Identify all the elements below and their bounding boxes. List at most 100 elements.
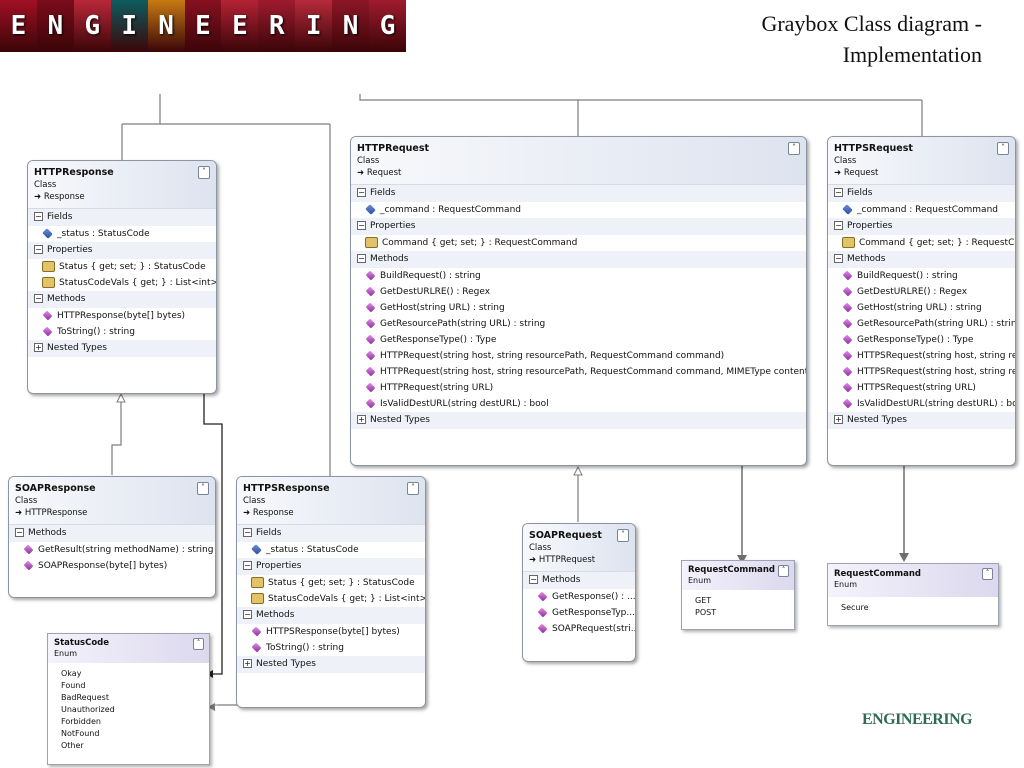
minus-icon[interactable]: −	[15, 528, 24, 537]
method-icon	[365, 398, 376, 409]
collapse-icon[interactable]: ˄	[778, 565, 789, 577]
member-method: HTTPSResponse(byte[] bytes)	[237, 624, 425, 640]
method-icon	[365, 270, 376, 281]
minus-icon[interactable]: −	[243, 561, 252, 570]
member-method: HTTPRequest(string host, string resource…	[351, 364, 806, 380]
section-methods[interactable]: −Methods	[351, 251, 806, 268]
class-kind: Class	[15, 496, 38, 506]
minus-icon[interactable]: −	[357, 221, 366, 230]
method-icon	[842, 366, 853, 377]
member-method: BuildRequest() : string	[351, 268, 806, 284]
section-properties[interactable]: −Properties	[351, 218, 806, 235]
section-methods[interactable]: −Methods	[523, 572, 635, 589]
enum-kind: Enum	[834, 580, 857, 589]
plus-icon[interactable]: +	[34, 343, 43, 352]
class-soaprequest[interactable]: SOAPRequest Class ➜ HTTPRequest ˄ −Metho…	[522, 523, 636, 662]
section-methods[interactable]: −Methods	[237, 607, 425, 624]
class-httprequest[interactable]: HTTPRequest Class ➜ Request ˄ −Fields _c…	[350, 136, 807, 466]
section-properties[interactable]: −Properties	[237, 558, 425, 575]
section-properties[interactable]: −Properties	[828, 218, 1015, 235]
method-icon	[365, 318, 376, 329]
slide-title-line-1: Graybox Class diagram -	[761, 11, 982, 36]
method-icon	[842, 286, 853, 297]
section-methods[interactable]: −Methods	[9, 525, 215, 542]
class-name: HTTPRequest	[357, 143, 430, 154]
minus-icon[interactable]: −	[357, 188, 366, 197]
banner-letter-tile: G	[73, 0, 111, 52]
section-fields[interactable]: −Fields	[351, 185, 806, 202]
minus-icon[interactable]: −	[243, 528, 252, 537]
plus-icon[interactable]: +	[357, 415, 366, 424]
class-httpresponse[interactable]: HTTPResponse Class ➜ Response ˄ −Fields …	[27, 160, 217, 394]
enum-value: POST	[695, 608, 717, 617]
member-method: GetHost(string URL) : string	[828, 300, 1015, 316]
footer-logo: ENGINEERING	[862, 711, 973, 728]
collapse-icon[interactable]: ˄	[198, 166, 210, 179]
member-field: _status : StatusCode	[237, 542, 425, 558]
enum-requestcommand-secure[interactable]: RequestCommand Enum ˄ Secure	[827, 563, 999, 626]
section-methods[interactable]: −Methods	[828, 251, 1015, 268]
minus-icon[interactable]: −	[834, 254, 843, 263]
minus-icon[interactable]: −	[34, 212, 43, 221]
property-icon	[842, 237, 855, 248]
enum-requestcommand[interactable]: RequestCommand Enum ˄ GET POST	[681, 560, 795, 630]
section-properties[interactable]: −Properties	[28, 242, 216, 259]
minus-icon[interactable]: −	[34, 294, 43, 303]
method-icon	[842, 382, 853, 393]
class-soapresponse[interactable]: SOAPResponse Class ➜ HTTPResponse ˄ −Met…	[8, 476, 216, 598]
enum-kind: Enum	[688, 576, 711, 585]
minus-icon[interactable]: −	[243, 610, 252, 619]
class-base: ➜ Response	[34, 192, 85, 202]
section-nested-types[interactable]: +Nested Types	[351, 412, 806, 429]
class-name: SOAPResponse	[15, 483, 96, 494]
collapse-icon[interactable]: ˄	[407, 482, 419, 495]
class-name: SOAPRequest	[529, 530, 602, 541]
class-base: ➜ HTTPRequest	[529, 555, 596, 565]
enum-value: Okay	[61, 669, 82, 678]
plus-icon[interactable]: +	[243, 659, 252, 668]
minus-icon[interactable]: −	[357, 254, 366, 263]
enum-statuscode[interactable]: StatusCode Enum ˄ Okay Found BadRequest …	[47, 633, 210, 765]
member-method: GetResponse() : ...	[523, 589, 635, 605]
member-method: GetDestURLRE() : Regex	[828, 284, 1015, 300]
collapse-icon[interactable]: ˄	[788, 142, 800, 155]
collapse-icon[interactable]: ˄	[197, 482, 209, 495]
class-httpsresponse[interactable]: HTTPSResponse Class ➜ Response ˄ −Fields…	[236, 476, 426, 708]
banner-letter-tile: R	[258, 0, 296, 52]
method-icon	[537, 607, 548, 618]
collapse-icon[interactable]: ˄	[997, 142, 1009, 155]
collapse-icon[interactable]: ˄	[617, 529, 629, 542]
slide-title-line-2: Implementation	[842, 42, 982, 67]
class-kind: Class	[243, 496, 266, 506]
section-fields[interactable]: −Fields	[828, 185, 1015, 202]
minus-icon[interactable]: −	[34, 245, 43, 254]
section-fields[interactable]: −Fields	[28, 209, 216, 226]
property-icon	[251, 593, 264, 604]
property-icon	[365, 237, 378, 248]
method-icon	[365, 366, 376, 377]
class-httpsrequest[interactable]: HTTPSRequest Class ➜ Request ˄ −Fields _…	[827, 136, 1016, 466]
section-fields[interactable]: −Fields	[237, 525, 425, 542]
section-methods[interactable]: −Methods	[28, 291, 216, 308]
plus-icon[interactable]: +	[834, 415, 843, 424]
member-method: GetHost(string URL) : string	[351, 300, 806, 316]
banner-letter-tile: I	[295, 0, 333, 52]
member-property: Command { get; set; } : RequestCo...	[828, 235, 1015, 251]
minus-icon[interactable]: −	[834, 221, 843, 230]
enum-value: Other	[61, 741, 84, 750]
member-method: HTTPSRequest(string URL)	[828, 380, 1015, 396]
minus-icon[interactable]: −	[834, 188, 843, 197]
class-base: ➜ Response	[243, 508, 294, 518]
section-nested-types[interactable]: +Nested Types	[28, 340, 216, 357]
class-kind: Class	[834, 156, 857, 166]
collapse-icon[interactable]: ˄	[982, 568, 993, 580]
minus-icon[interactable]: −	[529, 575, 538, 584]
collapse-icon[interactable]: ˄	[193, 638, 204, 650]
inheritance-soapresponse	[111, 400, 122, 475]
member-method: GetResourcePath(string URL) : string	[351, 316, 806, 332]
connector-request-root	[359, 94, 923, 136]
member-method: HTTPSRequest(string host, string re...	[828, 364, 1015, 380]
method-icon	[42, 310, 53, 321]
section-nested-types[interactable]: +Nested Types	[237, 656, 425, 673]
section-nested-types[interactable]: +Nested Types	[828, 412, 1015, 429]
